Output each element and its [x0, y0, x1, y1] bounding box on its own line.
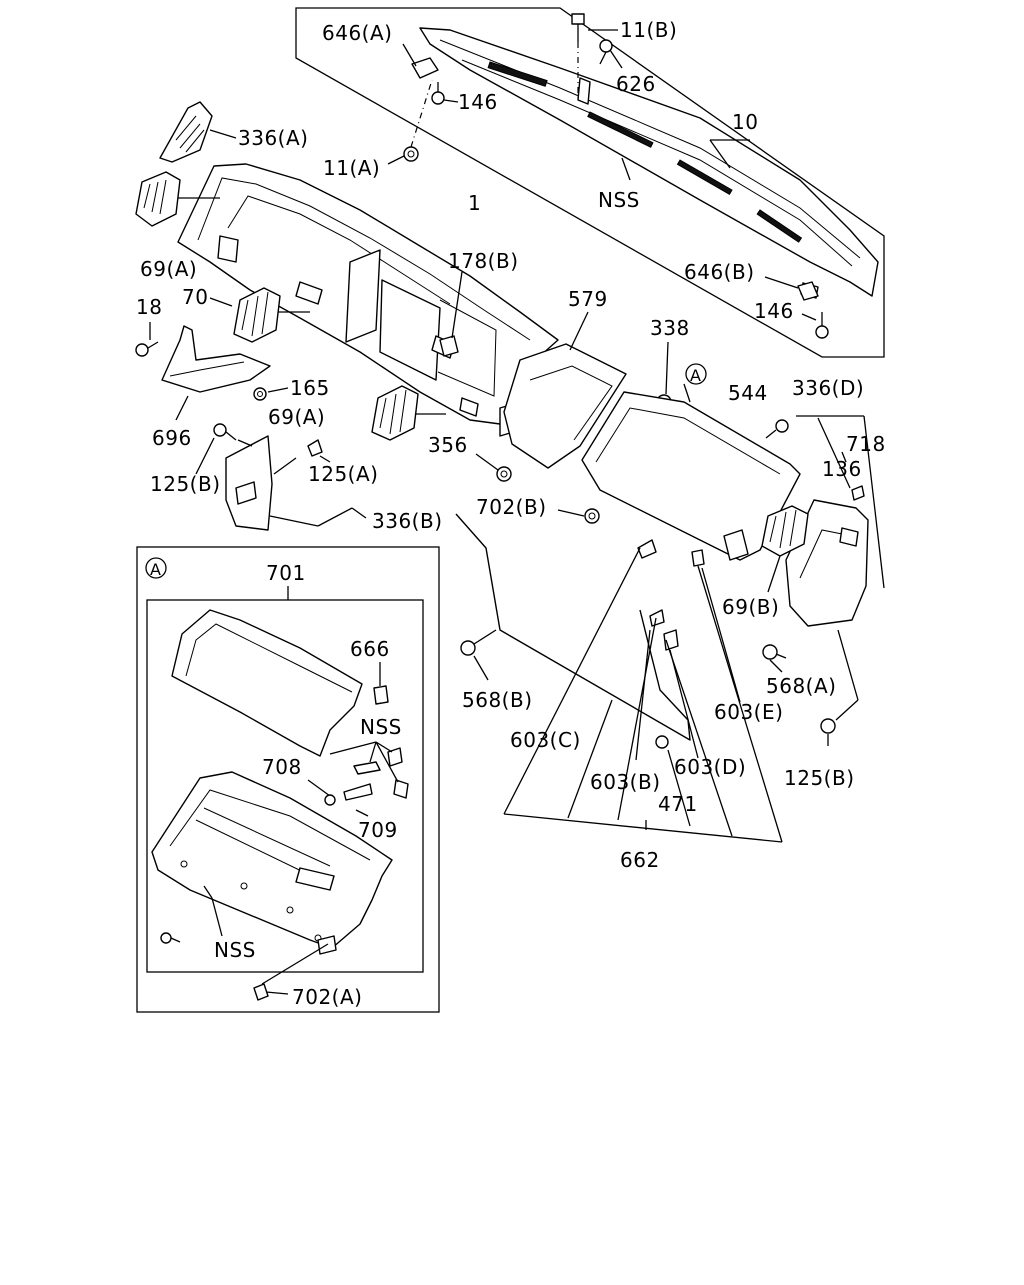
label-701: 701 [266, 561, 306, 585]
label-336b: 336(B) [372, 509, 443, 533]
label-125b-left: 125(B) [150, 472, 221, 496]
inset-frame-a [136, 546, 440, 1013]
label-10: 10 [732, 110, 758, 134]
vent-69a-center [371, 385, 419, 441]
label-696: 696 [152, 426, 192, 450]
label-568b: 568(B) [462, 688, 533, 712]
callout-a-top: A [690, 366, 701, 385]
label-146-top: 146 [458, 90, 498, 114]
label-603d: 603(D) [674, 755, 746, 779]
label-70: 70 [182, 285, 208, 309]
label-666: 666 [350, 637, 390, 661]
label-336a: 336(A) [238, 126, 308, 150]
side-vent-336a [159, 101, 213, 163]
label-356: 356 [428, 433, 468, 457]
label-338: 338 [650, 316, 690, 340]
screw-146-top [431, 82, 445, 105]
label-69b: 69(B) [722, 595, 779, 619]
label-125b-right: 125(B) [784, 766, 855, 790]
label-11a: 11(A) [323, 156, 380, 180]
label-146-bottom: 146 [754, 299, 794, 323]
label-603c: 603(C) [510, 728, 581, 752]
vent-70 [233, 287, 281, 343]
label-603b: 603(B) [590, 770, 661, 794]
bracket-178b [439, 335, 459, 357]
label-69a-center: 69(A) [268, 405, 325, 429]
label-11b: 11(B) [620, 18, 677, 42]
clip-136 [851, 485, 865, 501]
nut-702a [253, 983, 269, 1001]
nut-356 [496, 466, 512, 482]
label-646a: 646(A) [322, 21, 392, 45]
bolt-11b [571, 13, 585, 42]
upper-panel-group-frame [295, 7, 885, 358]
glove-box-housing [581, 391, 801, 561]
lower-left-cover-336b [225, 435, 273, 531]
label-709: 709 [358, 818, 398, 842]
nut-165 [253, 387, 267, 401]
part-labels: 11(B) 646(A) 626 146 10 336(A) 11(A) NSS… [136, 18, 886, 1009]
label-579: 579 [568, 287, 608, 311]
callout-circle-a-top [685, 363, 707, 385]
defroster-panel [419, 27, 879, 299]
label-708: 708 [262, 755, 302, 779]
screw-626 [599, 39, 613, 65]
clip-646a [411, 57, 439, 79]
label-568a: 568(A) [766, 674, 836, 698]
pin-125a [307, 439, 323, 457]
duct-579 [503, 343, 627, 469]
label-544: 544 [728, 381, 768, 405]
leader-lines-top [387, 29, 817, 321]
vent-69a-left [135, 171, 181, 227]
bolt-568a [762, 644, 787, 660]
label-336d: 336(D) [792, 376, 864, 400]
callout-a-inset: A [150, 560, 161, 579]
glove-box-bin [151, 771, 393, 955]
label-18: 18 [136, 295, 162, 319]
leader-lines-662 [503, 547, 783, 843]
instrument-panel-main [177, 163, 559, 437]
label-646b: 646(B) [684, 260, 755, 284]
label-662: 662 [620, 848, 660, 872]
nut-11a [403, 146, 419, 162]
label-125a: 125(A) [308, 462, 378, 486]
clip-646b [797, 281, 819, 301]
nss-fasteners [343, 747, 409, 801]
label-702a: 702(A) [292, 985, 362, 1009]
clip-666 [373, 685, 389, 705]
bracket-696 [161, 325, 271, 393]
glove-box-liner-panel [455, 513, 691, 741]
callout-circle-a-inset [145, 557, 167, 579]
label-1: 1 [468, 191, 481, 215]
bolt-18 [135, 341, 159, 357]
pin-125b-left [213, 423, 237, 441]
label-718: 718 [846, 432, 886, 456]
glove-box-door-701 [171, 609, 363, 757]
screw-nss-bin [160, 932, 181, 944]
label-626: 626 [616, 72, 656, 96]
screw-708 [324, 794, 336, 806]
pin-125b-right [820, 718, 836, 746]
label-nss-bin: NSS [214, 938, 256, 962]
label-nss-top: NSS [598, 188, 640, 212]
label-178b: 178(B) [448, 249, 519, 273]
label-702b: 702(B) [476, 495, 547, 519]
label-136: 136 [822, 457, 862, 481]
label-nss-inset: NSS [360, 715, 402, 739]
bolt-568b [460, 629, 497, 656]
screw-146-bottom [815, 312, 829, 339]
label-471: 471 [658, 792, 698, 816]
label-69a-left: 69(A) [140, 257, 197, 281]
right-side-cover-336d [785, 499, 869, 627]
label-165: 165 [290, 376, 330, 400]
label-603e: 603(E) [714, 700, 783, 724]
screw-544 [765, 419, 789, 439]
nut-702b [584, 508, 600, 524]
inset-subframe-701 [146, 599, 424, 973]
